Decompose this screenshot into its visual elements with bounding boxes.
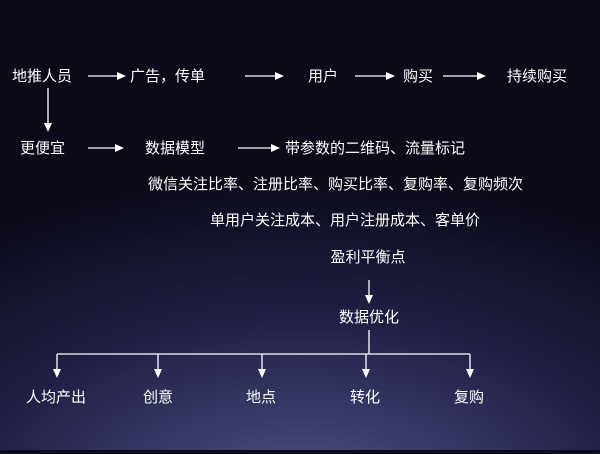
branch-conversion: 转化 bbox=[349, 388, 381, 406]
branch-location: 地点 bbox=[245, 388, 277, 406]
node-cheaper: 更便宜 bbox=[20, 139, 66, 157]
arrowhead bbox=[275, 72, 284, 80]
node-purchase: 购买 bbox=[402, 67, 434, 85]
node-repeat-purchase: 持续购买 bbox=[506, 67, 568, 85]
node-ads-flyers: 广告，传单 bbox=[130, 67, 206, 85]
metrics-rates: 微信关注比率、注册比率、购买比率、复购率、复购频次 bbox=[148, 175, 524, 193]
arrowhead bbox=[115, 144, 124, 152]
arrowhead bbox=[362, 369, 370, 378]
node-qrcode-traffic-tag: 带参数的二维码、流量标记 bbox=[285, 139, 466, 157]
arrowhead bbox=[386, 72, 395, 80]
arrowhead bbox=[466, 369, 474, 378]
node-ground-staff: 地推人员 bbox=[12, 67, 73, 85]
arrowhead bbox=[365, 295, 373, 304]
branch-creative: 创意 bbox=[142, 388, 174, 406]
node-data-model: 数据模型 bbox=[145, 139, 206, 157]
metrics-costs: 单用户关注成本、用户注册成本、客单价 bbox=[210, 211, 481, 229]
node-data-optimization: 数据优化 bbox=[338, 308, 400, 326]
node-breakeven: 盈利平衡点 bbox=[330, 248, 406, 266]
arrowhead bbox=[117, 72, 126, 80]
branch-repurchase: 复购 bbox=[453, 388, 485, 406]
arrowhead bbox=[477, 72, 486, 80]
arrowhead bbox=[258, 369, 266, 378]
arrowhead bbox=[271, 144, 280, 152]
arrowhead bbox=[53, 369, 61, 378]
branch-output-per-person: 人均产出 bbox=[25, 388, 87, 406]
arrowhead bbox=[44, 123, 52, 132]
node-user: 用户 bbox=[307, 67, 339, 85]
arrowhead bbox=[154, 369, 162, 378]
